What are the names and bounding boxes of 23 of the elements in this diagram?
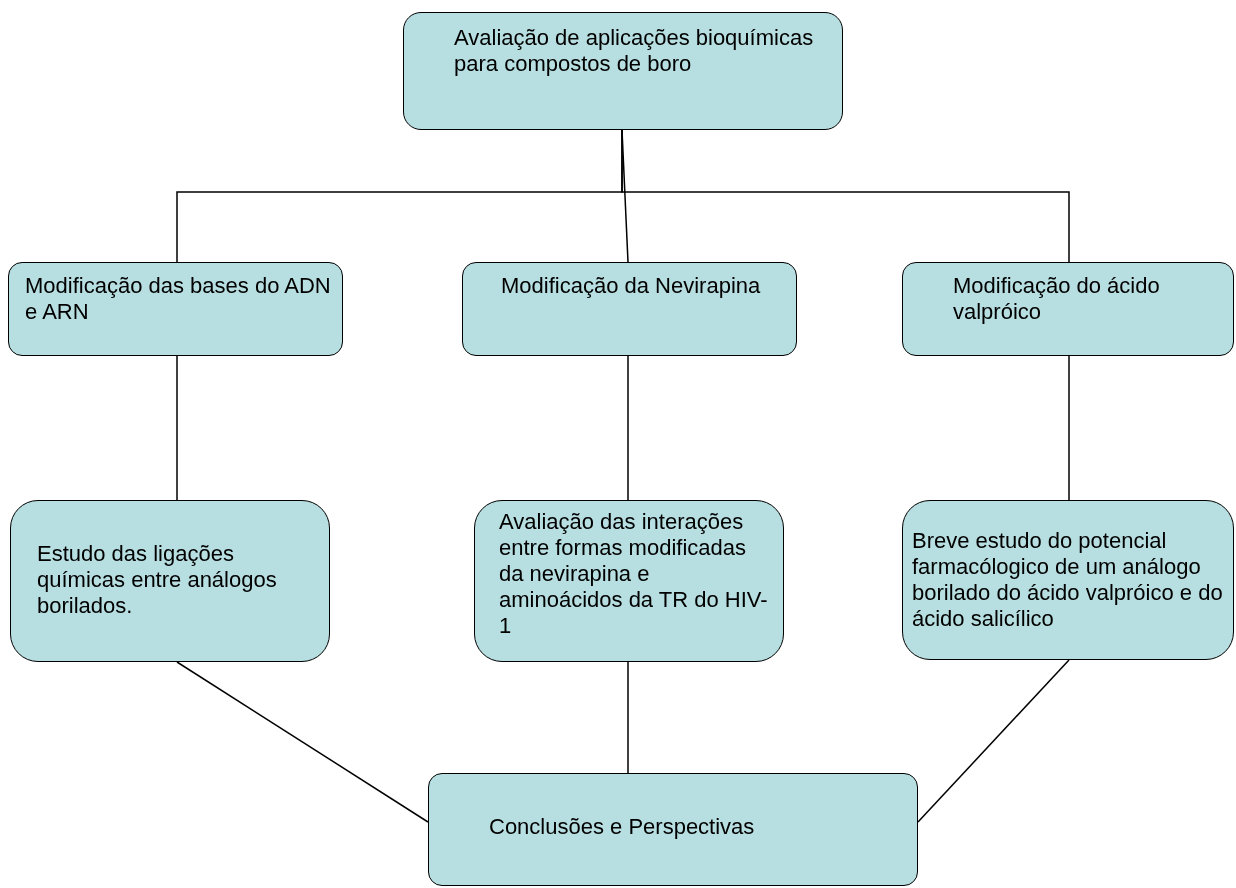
connector-line xyxy=(627,355,629,501)
box-text: Estudo das ligações químicas entre análogos borilados. xyxy=(37,541,278,619)
box-text: Avaliação das interações entre formas modificadas da nevirapina e aminoácidos da TR do HIV-1 xyxy=(499,509,769,639)
process-box xyxy=(474,500,784,662)
process-box xyxy=(403,12,843,130)
process-box xyxy=(10,500,330,662)
process-box xyxy=(428,773,918,886)
connector-line xyxy=(176,661,429,823)
box-text: Avaliação de aplicações bioquímicas para compostos de boro xyxy=(454,25,815,77)
process-box xyxy=(462,262,797,356)
process-box xyxy=(8,262,343,356)
process-box xyxy=(902,262,1234,356)
connector-line xyxy=(917,659,1070,823)
box-text: Modificação do ácido valpróico xyxy=(953,273,1161,325)
connector-line xyxy=(1068,355,1070,501)
box-text: Modificação da Nevirapina xyxy=(501,273,762,299)
connector-line xyxy=(627,661,629,774)
process-box xyxy=(902,500,1234,660)
box-text: Modificação das bases do ADN e ARN xyxy=(25,273,332,325)
connector-line xyxy=(176,355,178,501)
box-text: Breve estudo do potencial farmacólogico de um análogo borilado do ácido valpróico e do ácido salicílico xyxy=(912,528,1224,632)
connector-line xyxy=(621,129,1070,263)
box-text: Conclusões e Perspectivas xyxy=(489,814,756,840)
